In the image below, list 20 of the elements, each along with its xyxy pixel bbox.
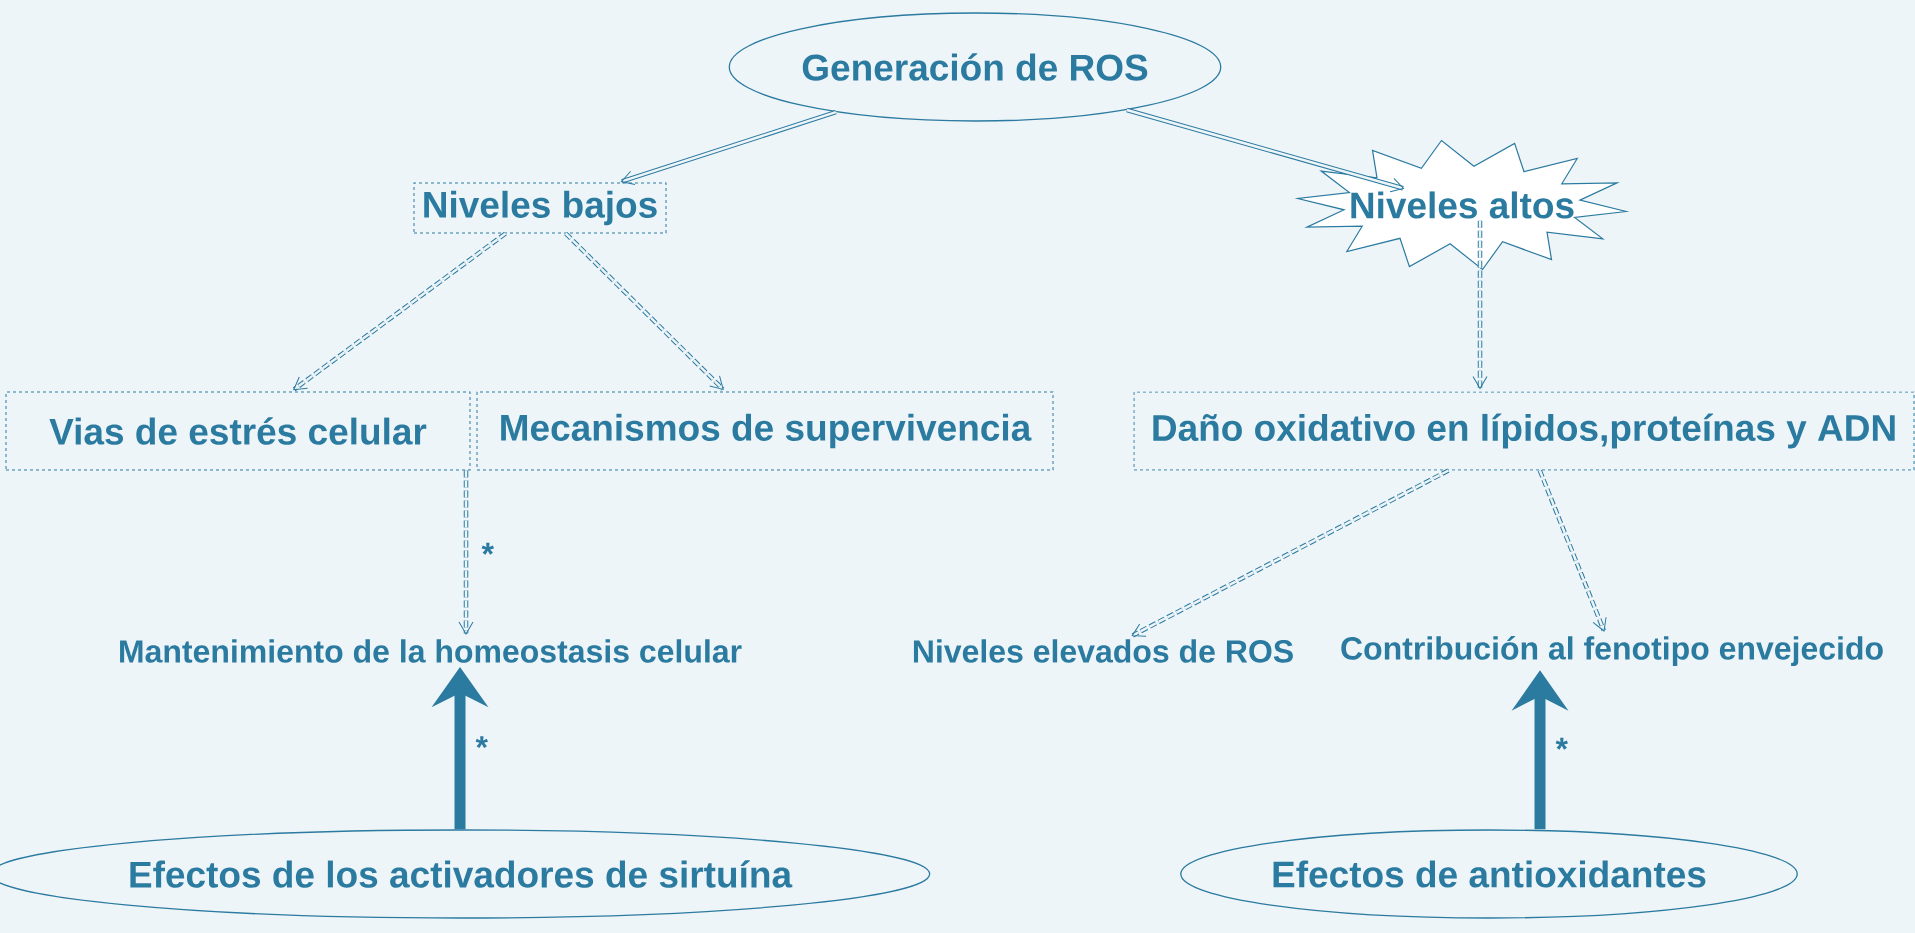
dashed-arrow [1537, 469, 1607, 632]
dashed-arrow [1131, 468, 1450, 638]
dashed-box: Vias de estrés celular [5, 391, 471, 471]
ellipse-node: Generación de ROS [728, 12, 1222, 122]
dashed-arrow [292, 231, 507, 392]
node-text: Contribución al fenotipo envejecido [1341, 635, 1883, 667]
dashed-box: Mecanismos de supervivencia [476, 391, 1054, 471]
edge-label: * [475, 736, 488, 749]
double-arrow [1126, 107, 1405, 193]
dashed-box: Niveles bajos [413, 182, 667, 234]
double-arrow [620, 109, 837, 186]
edge-label: * [1555, 737, 1568, 750]
dashed-arrow [1472, 220, 1488, 389]
dashed-arrow [458, 470, 474, 635]
node-text: Niveles elevados de ROS [913, 639, 1293, 663]
dashed-box: Daño oxidativo en lípidos,proteínas y ADN [1133, 391, 1915, 471]
ellipse-node: Efectos de antioxidantes [1180, 829, 1798, 919]
edge-label: * [481, 542, 494, 555]
dashed-arrow [564, 231, 725, 391]
node-text: Mantenimiento de la homeostasis celular [120, 639, 742, 663]
